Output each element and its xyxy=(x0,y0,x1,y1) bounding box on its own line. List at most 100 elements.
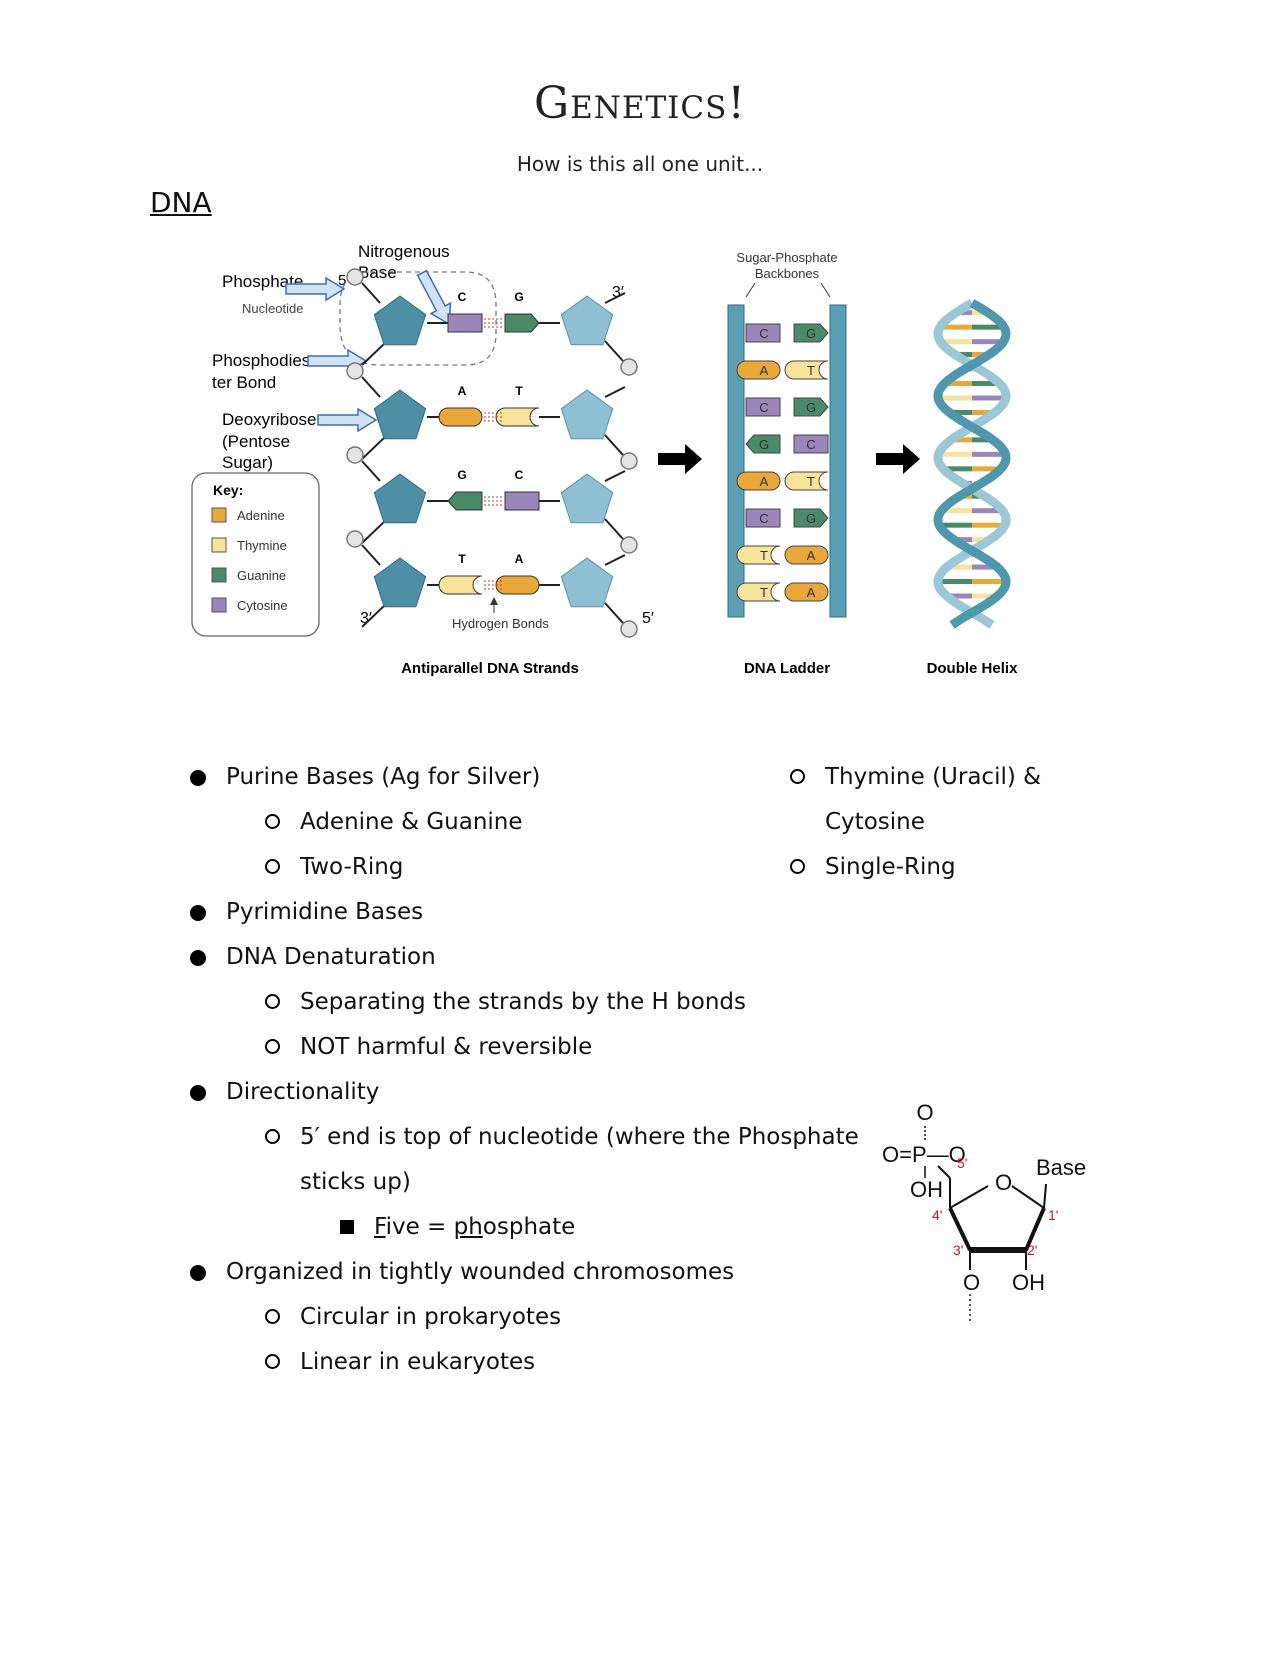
sugar-right-3 xyxy=(560,473,614,524)
sugar-right-4 xyxy=(560,557,614,608)
ladder-letter-left-8: T xyxy=(760,585,768,600)
list-item-organized-sub1: Circular in prokaryotes xyxy=(264,1302,561,1332)
bond-right-sugar-3 xyxy=(604,518,624,540)
phosphate-rest: osphate xyxy=(482,1214,576,1240)
label-backbones-2: Backbones xyxy=(755,266,820,281)
phosphate-ph: ph xyxy=(453,1214,483,1240)
helix-rung-right-16 xyxy=(972,522,1005,528)
bond-left-sugar-3 xyxy=(361,520,386,544)
base-left-G-3 xyxy=(447,491,483,511)
backbone-pointer-right xyxy=(820,282,831,298)
label-phosphodiester-1: Phosphodies xyxy=(212,351,310,370)
organized-sub2-text: Linear in eukaryotes xyxy=(300,1349,536,1375)
bond-right-sugar-1 xyxy=(604,340,624,362)
label-backbones-1: Sugar-Phosphate xyxy=(736,250,837,265)
list-item-denaturation-sub1: Separating the strands by the H bonds xyxy=(265,987,746,1017)
ladder-base-left-7 xyxy=(736,545,781,565)
dna-structure-figure: Phosphate Nucleotide Phosphodies ter Bon… xyxy=(191,245,1019,677)
bond-right-phosphate-4 xyxy=(604,554,626,566)
page-title: Genetics! xyxy=(533,78,747,129)
ribose-bond-c4-o xyxy=(949,1185,989,1209)
strand-base-letter-left-4: T xyxy=(458,552,466,566)
label-deoxyribose-1: Deoxyribose xyxy=(222,410,317,429)
list-item-denaturation-sub2: NOT harmful & reversible xyxy=(264,1032,593,1062)
ribose-phosphate-row: O=P—O xyxy=(882,1142,966,1167)
helix-rung-left-15 xyxy=(941,508,972,514)
ladder-base-right-1 xyxy=(793,323,829,343)
helix-rung-left-12 xyxy=(943,466,972,472)
label-three-prime-bottom: 3′ xyxy=(360,610,372,627)
ladder-letter-left-2: A xyxy=(760,363,769,378)
ladder-letter-right-5: T xyxy=(807,474,815,489)
label-phosphate: Phosphate xyxy=(222,272,303,291)
helix-rung-right-2 xyxy=(972,324,1004,330)
ladder-base-left-2 xyxy=(736,360,781,380)
pyrimidine-sub1-line1: Thymine (Uracil) & xyxy=(825,764,1042,790)
helix-rung-left-11 xyxy=(938,451,972,457)
bond-left-sugar-2 xyxy=(361,436,386,460)
base-right-C-3 xyxy=(504,491,540,511)
helix-rung-left-2 xyxy=(940,324,972,330)
bond-left-phosphate-3 xyxy=(361,460,381,482)
ladder-base-right-3 xyxy=(793,397,829,417)
caption-strands: Antiparallel DNA Strands xyxy=(401,660,579,677)
ladder-letter-right-6: G xyxy=(806,511,816,526)
helix-rung-left-17 xyxy=(953,537,972,543)
label-five-prime-top: 5' xyxy=(338,272,349,289)
base-left-T-4 xyxy=(438,575,483,595)
phosphate-right-1 xyxy=(620,358,638,376)
caption-ladder: DNA Ladder xyxy=(744,660,830,677)
strand-base-letter-left-3: G xyxy=(457,468,466,482)
strand-base-letter-right-1: G xyxy=(514,290,523,304)
strand-base-letter-left-1: C xyxy=(458,290,467,304)
ribose-bond-o-c1 xyxy=(1011,1185,1045,1209)
sugar-right-2 xyxy=(560,389,614,440)
denaturation-sub2-text: NOT harmful & reversible xyxy=(300,1034,593,1060)
helix-rung-right-8 xyxy=(972,409,995,415)
helix-rung-right-20 xyxy=(972,579,1006,585)
ladder-base-left-4 xyxy=(745,434,781,454)
sugar-left-4 xyxy=(373,557,427,608)
ladder-letter-left-6: C xyxy=(759,511,768,526)
list-item-purine-sub2: Two-Ring xyxy=(264,852,403,882)
ribose-c2-label: 2' xyxy=(1027,1242,1037,1258)
pointer-arrow-base xyxy=(416,269,452,326)
page-subtitle: How is this all one unit... xyxy=(516,152,764,176)
ribose-bond-o-c5 xyxy=(937,1165,951,1179)
helix-rung-right-17 xyxy=(972,537,991,543)
directionality-sub1-line2: sticks up) xyxy=(300,1169,411,1195)
ladder-letter-left-5: A xyxy=(760,474,769,489)
label-five-prime-bottom: 5′ xyxy=(642,610,654,627)
helix-rung-left-16 xyxy=(939,522,972,528)
ladder-letter-right-3: G xyxy=(806,400,816,415)
strand-base-letter-left-2: A xyxy=(458,384,467,398)
bond-right-phosphate-1 xyxy=(604,292,626,304)
bond-left-phosphate-2 xyxy=(361,376,381,398)
ribose-ring-oxygen: O xyxy=(995,1170,1012,1195)
phosphate-left-2 xyxy=(346,362,364,380)
backbone-pointer-left xyxy=(745,282,756,298)
pyrimidine-sub2-text: Single-Ring xyxy=(825,854,956,880)
helix-rung-left-6 xyxy=(944,381,972,386)
strand-base-letter-right-2: T xyxy=(515,384,523,398)
ladder-base-right-4 xyxy=(793,434,829,454)
ladder-letter-left-1: C xyxy=(759,326,768,341)
strand-base-letter-right-3: C xyxy=(515,468,524,482)
key-label-adenine: Adenine xyxy=(237,508,285,523)
helix-rung-left-21 xyxy=(946,593,972,599)
ladder-base-right-6 xyxy=(793,508,829,528)
directionality-text: Directionality xyxy=(226,1079,380,1105)
organized-text: Organized in tightly wounded chromosomes xyxy=(226,1259,735,1285)
label-phosphodiester-2: ter Bond xyxy=(212,373,276,392)
ribose-c1-label: 1' xyxy=(1048,1207,1058,1223)
sugar-left-1 xyxy=(373,295,427,346)
pyrimidine-sub1-line2: Cytosine xyxy=(825,809,925,835)
helix-rung-left-20 xyxy=(938,579,972,585)
phosphate-left-1 xyxy=(346,268,364,286)
ladder-backbone-left xyxy=(727,304,745,618)
ribose-c4-label: 4' xyxy=(932,1207,942,1223)
ribose-bond-c3-c4 xyxy=(948,1207,972,1251)
caption-helix: Double Helix xyxy=(927,660,1019,677)
bond-left-sugar-1 xyxy=(361,342,386,366)
